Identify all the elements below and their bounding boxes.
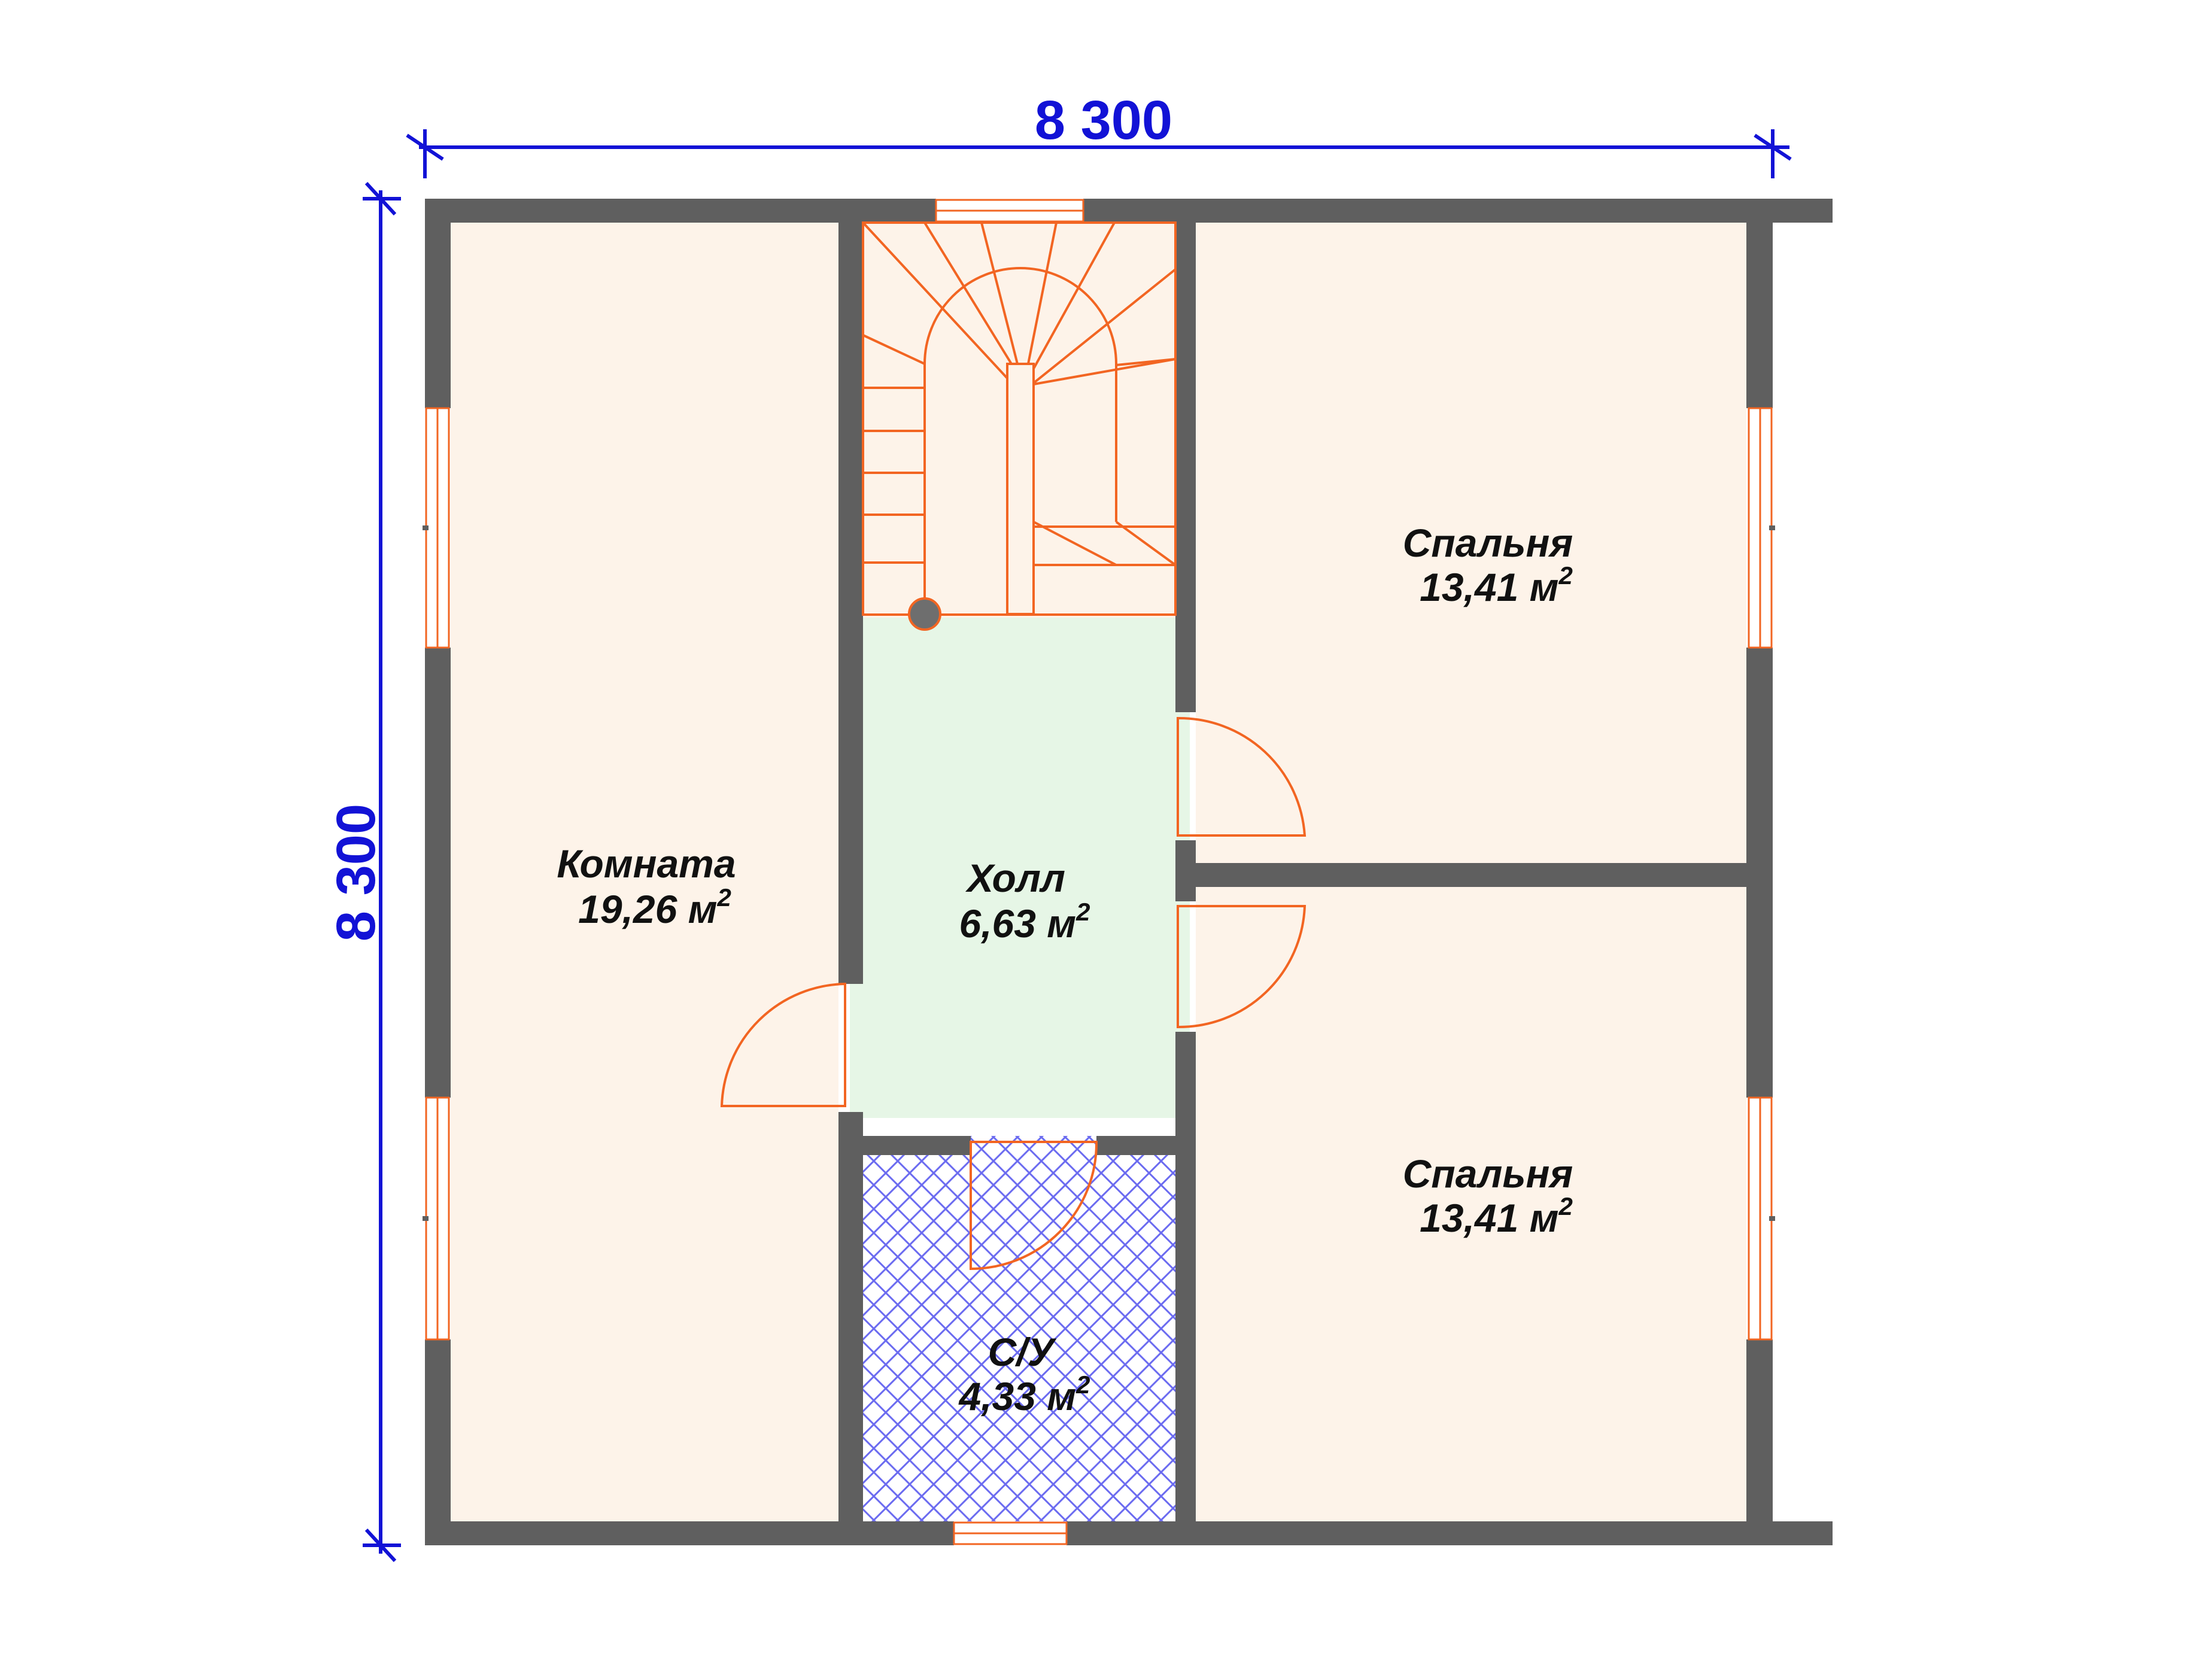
room-bathroom-label: С/У 4,33 м2 [958,1330,1090,1418]
door-bedroom-bottom-icon [1177,905,1306,1029]
dimension-height: 8 300 [326,804,387,941]
window-ticks [423,525,1775,1221]
outer-walls [425,199,1833,1545]
door-bedroom-top-icon [1177,716,1306,837]
door-bathroom-icon [970,1141,1098,1271]
room-komnata-floor [451,223,838,1521]
windows [425,199,1773,1545]
room-bedroom-top-floor [1196,223,1746,863]
room-bedroom-top-label: Спальня 13,41 м2 [1403,521,1573,609]
door-komnata-icon [720,982,846,1107]
room-hall-floor [850,618,1190,1118]
room-bathroom-floor [863,1155,1175,1521]
doors [720,716,1306,1271]
bath-door-opening [971,1136,1096,1155]
stair-post-icon [908,597,941,631]
room-area: 19,26 м2 [578,883,731,931]
room-name: Спальня [1403,1151,1573,1196]
room-name: Спальня [1403,521,1573,565]
room-bedroom-bottom-label: Спальня 13,41 м2 [1403,1151,1573,1240]
room-bedroom-bottom-floor [1196,887,1746,1521]
room-area: 6,63 м2 [959,898,1090,946]
staircase [862,221,1177,616]
room-hall-label: Холл 6,63 м2 [959,856,1090,946]
room-name: Холл [965,856,1065,900]
interior-walls [838,223,1746,1521]
room-komnata-label: Комната 19,26 м2 [557,841,736,931]
room-area: 13,41 м2 [1420,561,1573,609]
room-name: Комната [557,841,736,886]
room-name: С/У [988,1330,1057,1374]
dimension-lines [363,129,1792,1563]
room-area: 4,33 м2 [958,1371,1090,1418]
room-area: 13,41 м2 [1420,1192,1573,1240]
dimension-width: 8 300 [1035,90,1172,151]
